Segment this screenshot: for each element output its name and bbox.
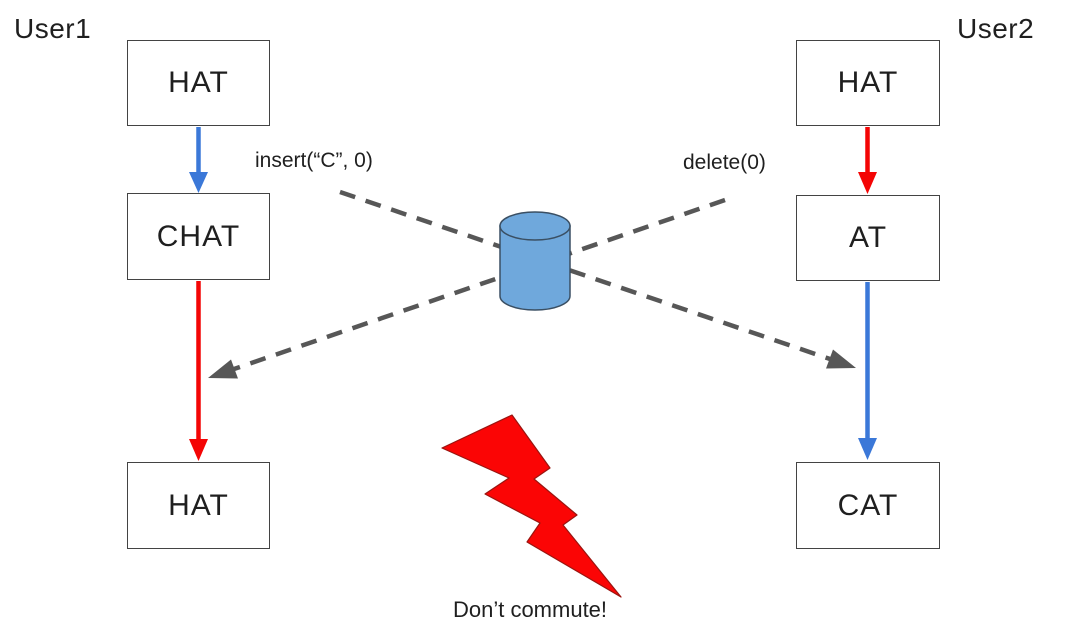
database-cylinder-icon [499,211,571,311]
user1-local-op-arrow [189,127,208,193]
user2-after-remote-op-box: CAT [796,462,940,549]
user1-remote-op-arrow [189,281,208,461]
insert-dashed-arrow [339,189,856,369]
user2-local-op-arrow [858,127,877,194]
warning-text: Don’t commute! [452,597,608,622]
delete-operation-label: delete(0) [683,151,766,174]
user1-after-remote-op-box: HAT [127,462,270,549]
user2-remote-op-arrow [858,282,877,460]
user1-after-local-op-box: CHAT [127,193,270,280]
user2-label: User2 [957,13,1035,44]
user1-label: User1 [14,13,92,44]
user2-after-local-op-box: AT [796,195,940,281]
delete-dashed-arrow [208,197,726,379]
user1-initial-state-box: HAT [127,40,270,126]
lightning-bolt-icon [441,414,622,598]
user2-initial-state-box: HAT [796,40,940,126]
insert-operation-label: insert(“C”, 0) [255,149,373,172]
